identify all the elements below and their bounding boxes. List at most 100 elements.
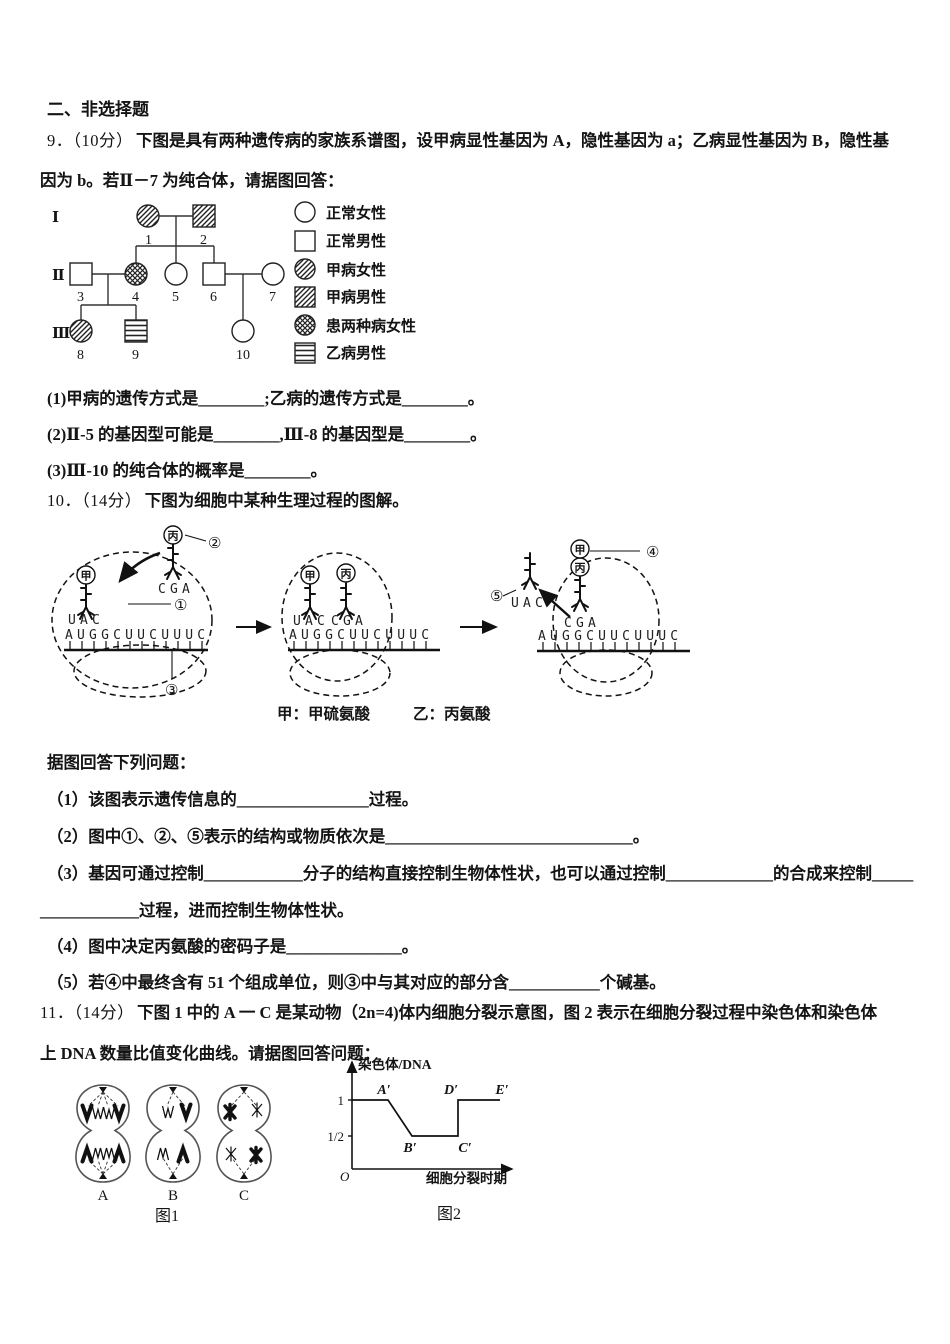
figure1-caption: 图1 xyxy=(155,1208,180,1225)
legend-normal-female-symbol xyxy=(294,201,316,223)
amino-acid-bing-circle xyxy=(336,563,356,583)
pedigree-I-1-affected-A-female xyxy=(136,204,160,228)
callout-5: ⑤ xyxy=(490,589,503,605)
amino-acid-bing: 丙 xyxy=(168,530,179,543)
q11-stem-text1: 下图 1 中的 A 一 C 是某动物（2n=4)体内细胞分裂示意图，图 2 表示… xyxy=(137,1003,878,1022)
pedigree-III-10-normal-female xyxy=(231,319,255,343)
legend-label: 正常男性 xyxy=(326,232,386,250)
anticodon-uac-released: UAC xyxy=(511,596,547,611)
legend-normal-male-symbol xyxy=(294,230,316,252)
q10-stem: 10．（14分）下图为细胞中某种生理过程的图解。 xyxy=(47,487,409,511)
pedigree-III-9-affected-B-male xyxy=(124,319,148,343)
legend-label: 正常女性 xyxy=(326,204,386,222)
q9-stem-line1: 9．（10分）下图是具有两种遗传病的家族系谱图，设甲病显性基因为 A，隐性基因为… xyxy=(47,127,889,151)
ribosome-large-subunit xyxy=(281,552,393,682)
figure2-caption: 图2 xyxy=(437,1206,462,1223)
anticodon-cga: CGA xyxy=(331,614,367,629)
section-title: 二、非选择题 xyxy=(47,100,149,119)
point-label-C: C′ xyxy=(458,1141,471,1156)
trna-released xyxy=(521,552,539,590)
pedigree-II-4-both-diseases-female xyxy=(124,262,148,286)
callout-1: ① xyxy=(174,598,187,614)
legend-diseaseB-male-symbol xyxy=(294,342,316,364)
amino-acid-bing: 丙 xyxy=(341,568,352,581)
cell-C-label: C xyxy=(239,1188,249,1204)
pedigree-number: 7 xyxy=(269,290,276,305)
q9-sub1: (1)甲病的遗传方式是________;乙病的遗传方式是________。 xyxy=(47,389,485,408)
q10-number: 10．（14分） xyxy=(47,491,142,510)
legend-diseaseA-female-symbol xyxy=(294,258,316,280)
q10-prompt: 据图回答下列问题： xyxy=(47,753,196,772)
anticodon-cga-incoming: CGA xyxy=(158,582,194,597)
callout-4: ④ xyxy=(646,545,659,561)
ribosome-large-subunit xyxy=(51,551,213,689)
q11-number: 11．（14分） xyxy=(40,1003,135,1022)
pedigree-number: 10 xyxy=(236,348,250,363)
pedigree-number: 4 xyxy=(132,290,139,305)
pedigree-legend: 正常女性 正常男性 甲病女性 甲病男性 患两种病女性 乙病男性 xyxy=(294,201,416,364)
point-label-B: B′ xyxy=(402,1141,416,1156)
pedigree-II-7-normal-female xyxy=(261,262,285,286)
ratio-curve xyxy=(352,1099,500,1137)
q10-sub2: （2）图中①、②、⑤表示的结构或物质依次是___________________… xyxy=(47,827,650,846)
amino-acid-bing: 丙 xyxy=(575,562,586,575)
cell-C xyxy=(216,1084,272,1183)
translation-panel-1: AUGGCUUCUUUC UAC 甲 CGA 丙 ② ① ③ xyxy=(51,525,221,699)
q9-sub2: (2)Ⅱ-5 的基因型可能是________,Ⅲ-8 的基因型是________… xyxy=(47,425,487,444)
amino-acid-jia-circle xyxy=(570,539,590,559)
q11-stem-line2: 上 DNA 数量比值变化曲线。请据图回答问题： xyxy=(40,1044,381,1063)
ytick-label-1: 1 xyxy=(338,1093,345,1108)
callout-2: ② xyxy=(208,536,221,552)
q10-sub3b: ____________过程，进而控制生物体性状。 xyxy=(40,901,354,920)
caption-amino-jia: 甲：甲硫氨酸 xyxy=(277,706,371,723)
q10-sub3a: （3）基因可通过控制____________分子的结构直接控制生物体性状，也可以… xyxy=(47,864,914,883)
callout-3: ③ xyxy=(165,683,178,699)
trna-inside xyxy=(571,574,589,612)
amino-acid-jia-circle xyxy=(76,565,96,585)
point-label-D: D′ xyxy=(443,1083,458,1098)
ribosome-small-subunit xyxy=(559,649,653,697)
legend-diseaseA-male-symbol xyxy=(294,286,316,308)
pedigree-number: 6 xyxy=(210,290,217,305)
caption-amino-yi: 乙：丙氨酸 xyxy=(413,706,491,723)
anticodon-uac: UAC xyxy=(68,613,104,628)
mrna-sequence: AUGGCUUCUUUC xyxy=(289,628,433,643)
callout2-line xyxy=(184,534,207,542)
q10-stem-text: 下图为细胞中某种生理过程的图解。 xyxy=(144,491,409,510)
mrna-sequence: AUGGCUUCUUUC xyxy=(65,628,209,643)
entry-arrow xyxy=(118,551,161,584)
pedigree-number: 8 xyxy=(77,348,84,363)
cell-A-label: A xyxy=(98,1188,109,1204)
ratio-curve-chart: 染色体/DNA 1 1/2 A′ B′ C′ D′ E′ O 细胞分裂时期 xyxy=(327,1056,514,1186)
mrna-base-ticks xyxy=(293,641,427,650)
translation-panel-3: AUGGCUUCUUUC CGA 丙 甲 ④ UAC ⑤ xyxy=(490,539,690,697)
q10-sub5: （5）若④中最终含有 51 个组成单位，则③中与其对应的部分含_________… xyxy=(47,973,666,992)
legend-label: 甲病女性 xyxy=(326,261,386,279)
callout5-line xyxy=(502,589,517,597)
ribosome-large-subunit xyxy=(552,557,660,683)
amino-acid-jia: 甲 xyxy=(81,570,92,583)
ribosome-small-subunit xyxy=(289,649,391,697)
cell-division-figure: A B C xyxy=(75,1084,272,1204)
pedigree-number: 2 xyxy=(200,233,207,248)
origin-label: O xyxy=(340,1169,350,1184)
pedigree-number: 5 xyxy=(172,290,179,305)
cell-B xyxy=(145,1084,201,1183)
amino-acid-jia: 甲 xyxy=(575,544,586,557)
cell-B-label: B xyxy=(168,1188,178,1204)
generation-label-3: Ⅲ xyxy=(52,326,70,342)
translation-diagram: AUGGCUUCUUUC UAC 甲 CGA 丙 ② ① ③ AUGGCUUCU… xyxy=(51,525,690,699)
generation-label-2: Ⅱ xyxy=(52,268,65,284)
pedigree-II-5-normal-female xyxy=(164,262,188,286)
pedigree-figure: Ⅰ Ⅱ Ⅲ 1 2 3 4 5 6 7 8 9 xyxy=(52,201,416,364)
point-label-E: E′ xyxy=(494,1083,508,1098)
mrna-base-ticks xyxy=(542,642,676,651)
legend-label: 乙病男性 xyxy=(326,344,386,362)
q9-stem-line2: 因为 b。若Ⅱ－7 为纯合体，请据图回答： xyxy=(40,171,344,190)
ytick-label-half: 1/2 xyxy=(327,1129,344,1144)
anticodon-uac: UAC xyxy=(293,614,329,629)
mrna-base-ticks xyxy=(69,641,203,650)
x-axis-label: 细胞分裂时期 xyxy=(426,1170,507,1186)
translation-panel-2: AUGGCUUCUUUC UAC CGA 甲 丙 xyxy=(281,552,440,697)
